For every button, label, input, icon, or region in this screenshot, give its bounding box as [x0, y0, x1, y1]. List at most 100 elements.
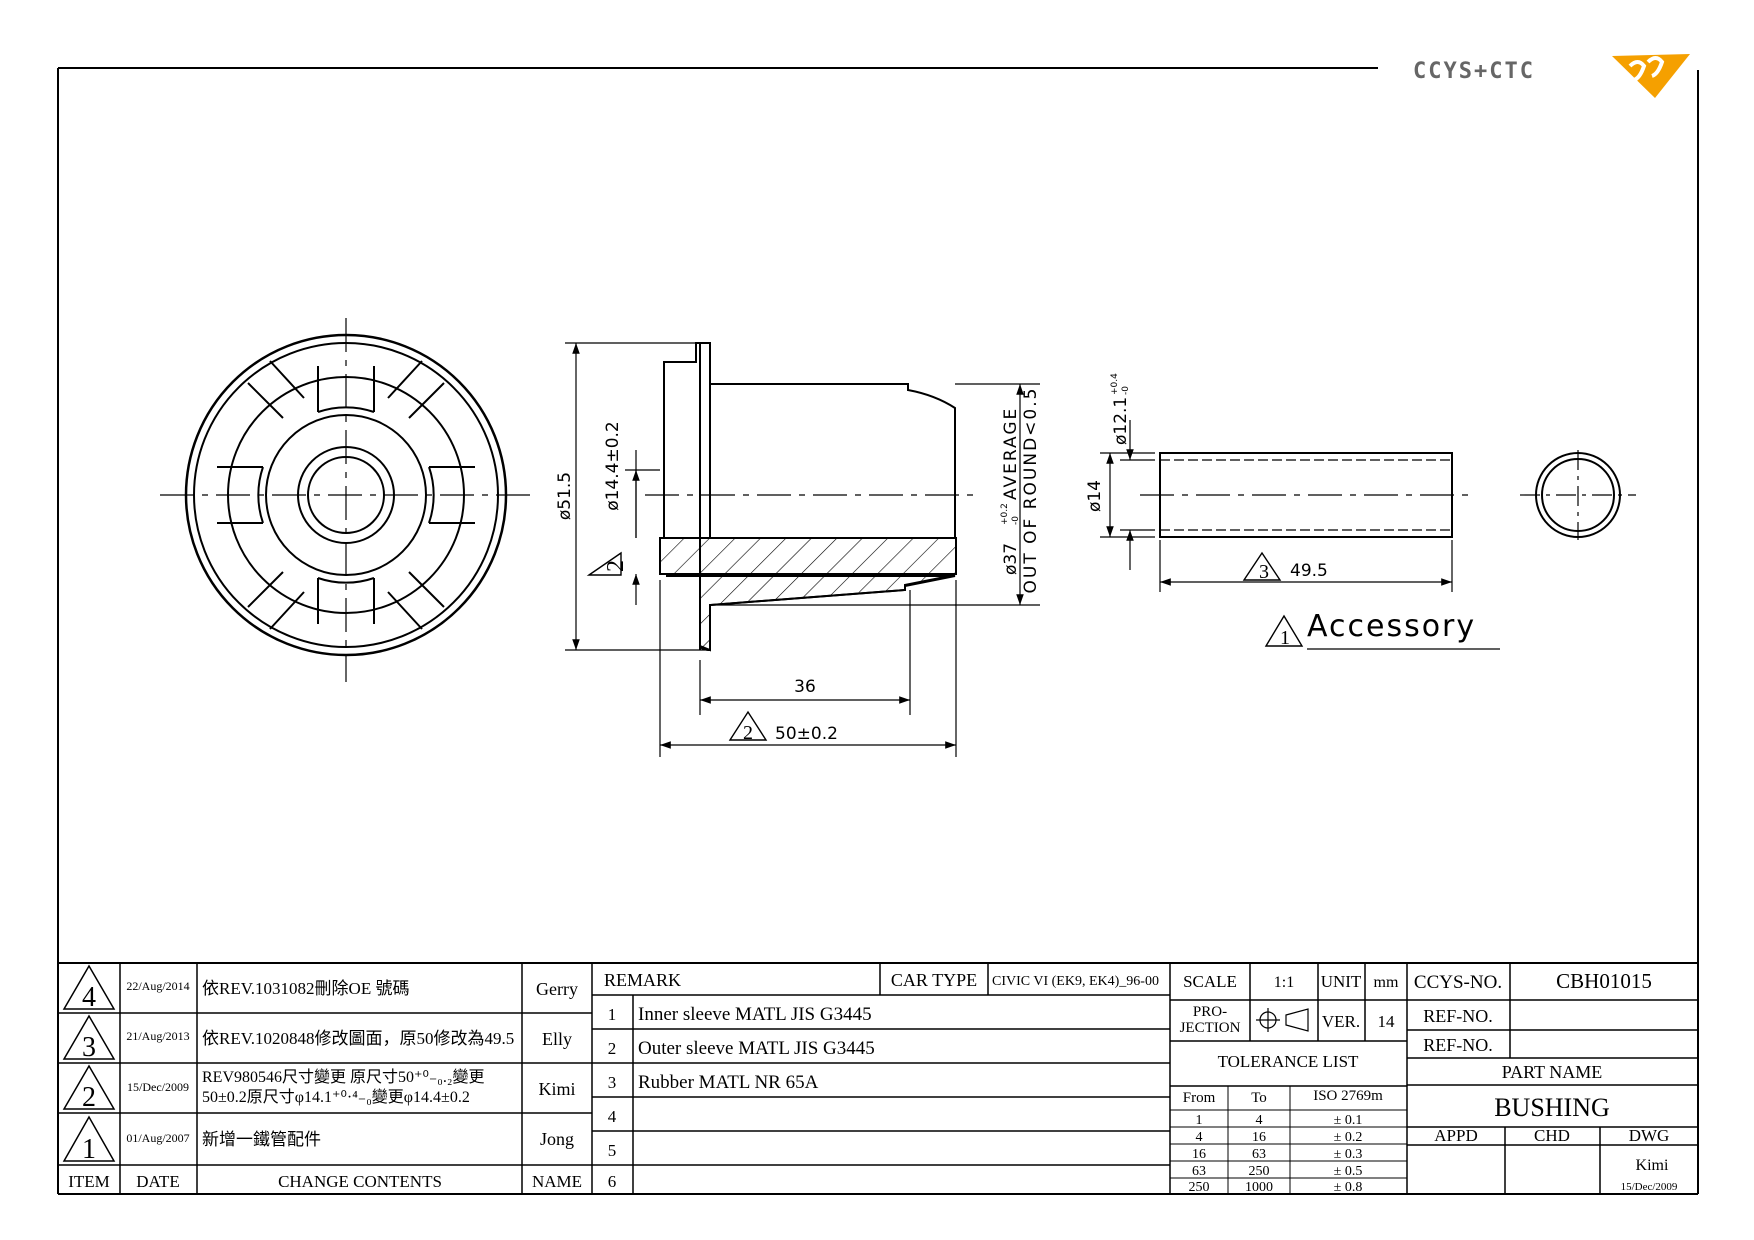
rev-triangle-3: 3 — [1242, 551, 1282, 583]
appd-label: APPD — [1434, 1126, 1477, 1145]
part-info: CCYS-NO. CBH01015 REF-NO. REF-NO. PART N… — [1414, 969, 1678, 1193]
drawing-frame — [57, 67, 1699, 1195]
tol-from: 63 — [1192, 1164, 1206, 1179]
tol-value: ± 0.1 — [1334, 1113, 1363, 1128]
tol-to: 4 — [1256, 1113, 1263, 1128]
company-logo: CCYS+CTC — [1413, 54, 1690, 98]
revision-table: 4 22/Aug/2014 依REV.1031082刪除OE 號碼 Gerry … — [68, 979, 582, 1191]
tol-from: 250 — [1189, 1180, 1210, 1195]
accessory-top-tol-upper: +0.4 — [1110, 373, 1120, 395]
projection-label-2: JECTION — [1180, 1020, 1241, 1036]
remark-table: REMARK CAR TYPE CIVIC VI (EK9, EK4)_96-0… — [604, 970, 1159, 1191]
rev-name: Elly — [542, 1029, 572, 1049]
rev-marker-1: 1 — [1280, 627, 1290, 649]
rev-name: Jong — [540, 1129, 574, 1149]
tol-from: 1 — [1196, 1113, 1203, 1128]
accessory-diameter-label: ø14 — [1085, 480, 1105, 512]
logo-text: CCYS+CTC — [1413, 59, 1535, 84]
dwg-label: DWG — [1629, 1126, 1670, 1145]
out-of-round-label: OUT OF ROUND<0.5 — [1021, 387, 1041, 594]
rev-header-item: ITEM — [68, 1172, 110, 1191]
rev-item: 4 — [82, 982, 96, 1013]
accessory-top-diameter-group: ø12.1 +0.4 -0 — [1110, 373, 1131, 445]
rev-item: 3 — [82, 1032, 96, 1063]
title-block — [58, 962, 1698, 1194]
overall-length-label: 50±0.2 — [775, 724, 838, 744]
ccys-no-label: CCYS-NO. — [1414, 972, 1502, 993]
accessory-length-label: 49.5 — [1290, 561, 1328, 581]
tolerance-title: TOLERANCE LIST — [1218, 1052, 1359, 1071]
inner-length-label: 36 — [794, 677, 816, 697]
remark-no: 1 — [608, 1005, 617, 1024]
rev-date: 22/Aug/2014 — [126, 979, 189, 993]
remark-no: 2 — [608, 1039, 617, 1058]
tol-to: 1000 — [1245, 1180, 1273, 1195]
rev-header-name: NAME — [532, 1172, 582, 1191]
average-label: AVERAGE — [1001, 407, 1021, 500]
version-value: 14 — [1378, 1012, 1396, 1031]
rev-name: Kimi — [538, 1079, 575, 1099]
average-tol-lower: -0 — [1011, 516, 1021, 525]
dwg-date: 15/Dec/2009 — [1621, 1181, 1678, 1193]
rev-marker-2-b: 2 — [743, 722, 753, 744]
accessory-sleeve — [1140, 452, 1470, 538]
rev-date: 15/Dec/2009 — [127, 1080, 189, 1094]
tol-to: 250 — [1249, 1164, 1270, 1179]
outer-diameter-label: ø51.5 — [555, 472, 575, 520]
rev-header-date: DATE — [136, 1172, 179, 1191]
projection-label-1: PRO- — [1193, 1004, 1227, 1020]
part-name-label: PART NAME — [1502, 1062, 1602, 1082]
accessory-end-view — [1520, 450, 1636, 540]
unit-value: mm — [1374, 974, 1399, 991]
car-type-label: CAR TYPE — [891, 970, 977, 990]
tol-from: 4 — [1196, 1130, 1203, 1145]
rev-triangle-2-section: 2 — [586, 551, 629, 576]
remark-text: Rubber MATL NR 65A — [638, 1072, 819, 1093]
scale-label: SCALE — [1183, 972, 1237, 991]
remark-no: 3 — [608, 1073, 617, 1092]
dwg-name: Kimi — [1636, 1157, 1669, 1174]
accessory-top-tol-lower: -0 — [1121, 386, 1131, 395]
ref-no-label-1: REF-NO. — [1423, 1006, 1493, 1026]
average-diameter-group: ø37 +0.2 -0 AVERAGE — [1000, 407, 1021, 575]
revision-item-triangles — [62, 964, 116, 1162]
ccys-no-value: CBH01015 — [1556, 969, 1652, 993]
rev-marker-2-a: 2 — [603, 560, 629, 572]
unit-label: UNIT — [1321, 972, 1362, 991]
rev-content: 依REV.1031082刪除OE 號碼 — [202, 979, 409, 998]
rev-date: 01/Aug/2007 — [126, 1131, 189, 1145]
tol-from: 16 — [1192, 1147, 1206, 1162]
rev-item: 1 — [82, 1134, 96, 1165]
rev-marker-3: 3 — [1259, 561, 1269, 583]
rev-triangle-2-length: 2 — [728, 710, 768, 744]
tol-value: ± 0.8 — [1334, 1180, 1363, 1195]
remark-text: Inner sleeve MATL JIS G3445 — [638, 1004, 872, 1025]
remark-no: 5 — [608, 1141, 617, 1160]
section-view — [645, 342, 975, 652]
remark-no: 6 — [608, 1172, 617, 1191]
accessory-top-diameter: ø12.1 — [1111, 397, 1131, 445]
remark-no: 4 — [608, 1107, 617, 1126]
remark-header: REMARK — [604, 970, 681, 990]
tol-to: 63 — [1252, 1147, 1266, 1162]
rev-triangle-1: 1 — [1264, 614, 1304, 649]
rev-name: Gerry — [536, 979, 578, 999]
rev-header-content: CHANGE CONTENTS — [278, 1172, 442, 1191]
ref-no-label-2: REF-NO. — [1423, 1035, 1493, 1055]
scale-value: 1:1 — [1274, 974, 1294, 991]
projection-symbol-icon — [1256, 1008, 1309, 1032]
rev-content: 新增一鐵管配件 — [202, 1130, 321, 1149]
section-dimensions — [565, 342, 1040, 757]
accessory-dimensions — [1100, 420, 1500, 650]
rev-item: 2 — [82, 1082, 96, 1113]
tol-value: ± 0.5 — [1334, 1164, 1363, 1179]
accessory-label: Accessory — [1307, 609, 1476, 644]
tol-value: ± 0.2 — [1334, 1130, 1363, 1145]
inner-diameter-label: ø14.4±0.2 — [603, 421, 623, 511]
rev-content: 依REV.1020848修改圖面，原50修改為49.5 — [202, 1029, 514, 1048]
tol-value: ± 0.3 — [1334, 1147, 1363, 1162]
tol-header-to: To — [1251, 1090, 1267, 1106]
remark-text: Outer sleeve MATL JIS G3445 — [638, 1038, 875, 1059]
average-tol-upper: +0.2 — [1000, 503, 1010, 525]
